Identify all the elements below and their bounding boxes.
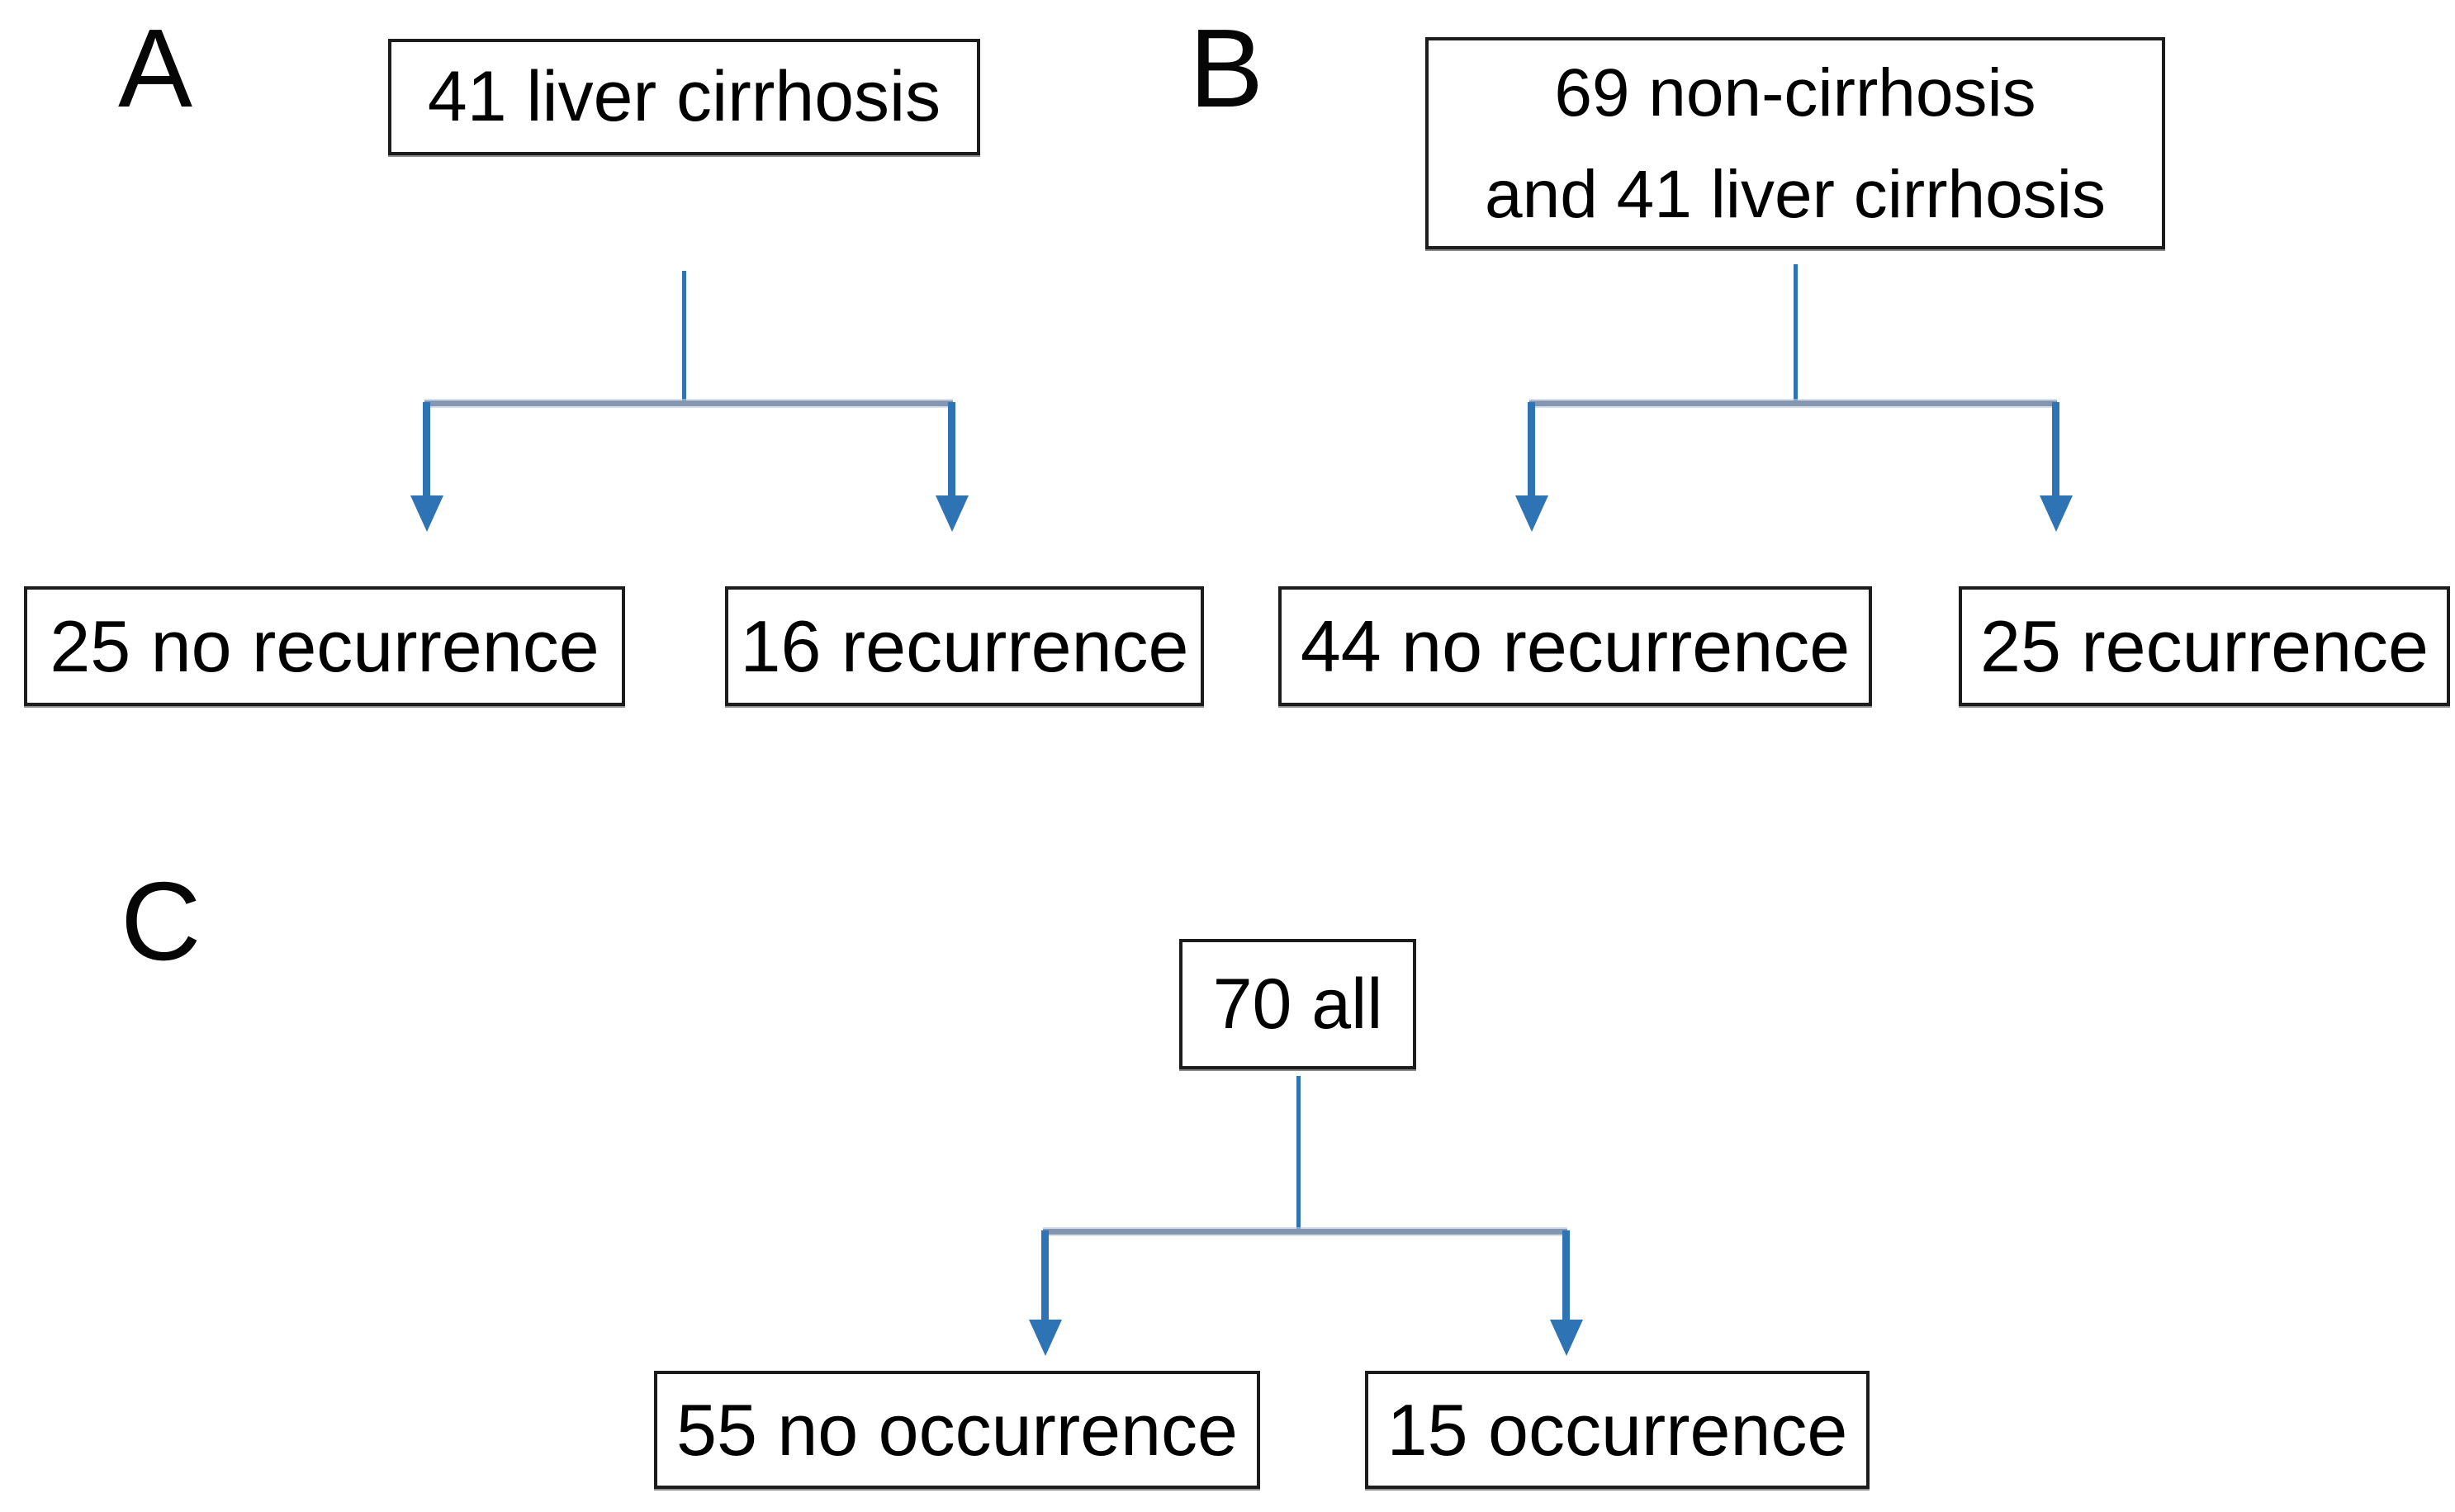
panel-c-branch-bar	[1043, 1229, 1567, 1235]
panel-b-label: B	[1189, 6, 1264, 130]
panel-b-right-box: 25 recurrence	[1959, 586, 2450, 706]
panel-c-right-down-arrow-icon	[1562, 1230, 1570, 1320]
panel-c-left-down-arrow-icon	[1041, 1230, 1049, 1320]
panel-c-right-text: 15 occurrence	[1386, 1388, 1848, 1471]
panel-a-label: A	[118, 6, 193, 130]
panel-b-right-text: 25 recurrence	[1980, 604, 2429, 687]
panel-c-stem-line	[1296, 1076, 1301, 1230]
panel-a-left-down-arrow-icon	[423, 402, 430, 495]
panel-b-root-box: 69 non-cirrhosis and 41 liver cirrhosis	[1425, 37, 2165, 249]
panel-c-root-text: 70 all	[1212, 964, 1383, 1044]
panel-c-left-text: 55 no occurrence	[676, 1388, 1238, 1471]
panel-b-left-box: 44 no recurrence	[1278, 586, 1872, 706]
panel-c-right-box: 15 occurrence	[1365, 1371, 1870, 1489]
panel-a-root-box: 41 liver cirrhosis	[388, 39, 980, 155]
panel-b-branch-bar	[1529, 401, 2057, 406]
panel-c-label: C	[121, 859, 201, 984]
panel-c-left-box: 55 no occurrence	[654, 1371, 1260, 1489]
panel-b-root-text-line2: and 41 liver cirrhosis	[1485, 156, 2106, 232]
panel-b-stem-line	[1794, 264, 1798, 402]
panel-a-right-text: 16 recurrence	[740, 604, 1189, 687]
panel-a-branch-bar	[424, 401, 953, 406]
panel-a-right-down-arrow-icon	[948, 402, 955, 495]
panel-a-root-text: 41 liver cirrhosis	[427, 57, 941, 136]
panel-a-stem-line	[682, 271, 686, 402]
panel-b-right-down-arrow-icon	[2052, 402, 2059, 495]
panel-a-right-box: 16 recurrence	[725, 586, 1204, 706]
panel-c-root-box: 70 all	[1179, 939, 1416, 1069]
panel-a-left-box: 25 no recurrence	[24, 586, 625, 706]
panel-b-left-text: 44 no recurrence	[1300, 604, 1851, 687]
panel-b-root-text-line1: 69 non-cirrhosis	[1554, 55, 2036, 130]
panel-b-left-down-arrow-icon	[1528, 402, 1535, 495]
panel-a-left-text: 25 no recurrence	[50, 604, 600, 687]
